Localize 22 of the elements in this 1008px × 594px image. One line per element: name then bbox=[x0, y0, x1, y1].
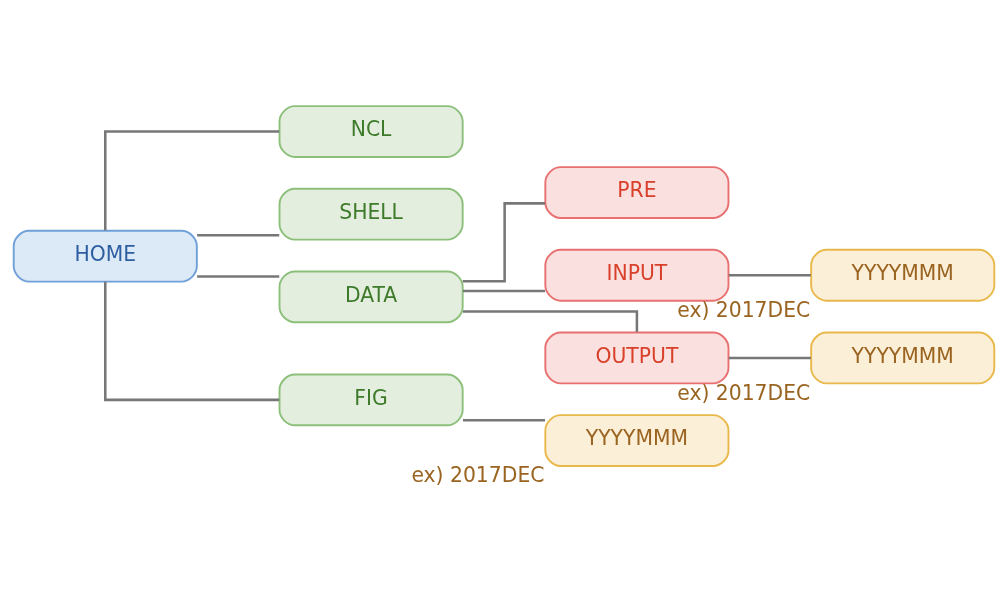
node-box: PRE bbox=[544, 165, 730, 219]
node-box: YYYYMMM bbox=[810, 248, 996, 302]
node-box: YYYYMMM bbox=[810, 331, 996, 384]
node-box: SHELL bbox=[278, 187, 464, 241]
connector bbox=[728, 273, 811, 276]
node-box: FIG bbox=[278, 373, 464, 426]
connector bbox=[197, 233, 280, 236]
node-box: OUTPUT bbox=[544, 331, 730, 384]
connector bbox=[104, 281, 280, 401]
node-box: NCL bbox=[278, 104, 464, 158]
connector bbox=[462, 418, 546, 421]
connector bbox=[462, 309, 639, 332]
node-box: DATA bbox=[278, 269, 464, 323]
connector bbox=[462, 201, 546, 282]
connector bbox=[197, 274, 280, 278]
connector bbox=[462, 289, 546, 292]
connector bbox=[104, 129, 280, 230]
node-box: YYYYMMM bbox=[544, 413, 730, 467]
connector bbox=[728, 356, 811, 359]
node-label: ex) 2017DEC bbox=[411, 462, 545, 487]
node-box: HOME bbox=[12, 229, 198, 283]
node-box: INPUT bbox=[544, 248, 730, 302]
